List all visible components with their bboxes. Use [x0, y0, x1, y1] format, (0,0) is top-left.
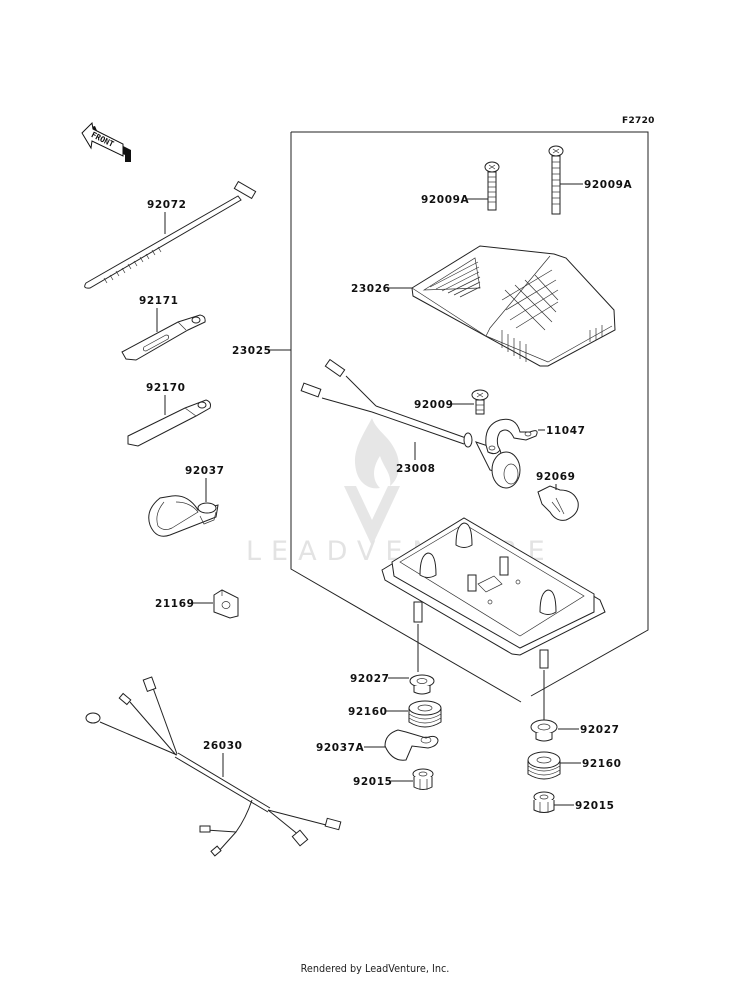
part-92072-cable-tie[interactable]: [84, 180, 257, 289]
part-23026-lens[interactable]: [411, 245, 616, 367]
part-label-92009A-left[interactable]: 92009A: [421, 194, 470, 206]
part-label-92171[interactable]: 92171: [139, 295, 179, 307]
part-label-92037[interactable]: 92037: [185, 465, 225, 477]
part-label-11047[interactable]: 11047: [546, 425, 586, 437]
watermark-flame-icon: [354, 418, 399, 489]
part-label-92027-left[interactable]: 92027: [350, 673, 390, 685]
part-label-92160-left[interactable]: 92160: [348, 706, 388, 718]
part-92009A-screw-left[interactable]: [484, 161, 500, 211]
part-92069-bulb[interactable]: [537, 485, 579, 521]
part-label-21169[interactable]: 21169: [155, 598, 195, 610]
footer-credit: Rendered by LeadVenture, Inc.: [300, 962, 450, 975]
part-label-92072[interactable]: 92072: [147, 199, 187, 211]
part-92027-collar-left[interactable]: [409, 674, 435, 695]
part-92171-clamp-plate[interactable]: [121, 314, 206, 361]
part-label-23025[interactable]: 23025: [232, 345, 272, 357]
part-92160-damper-right[interactable]: [527, 751, 561, 780]
part-label-92160-right[interactable]: 92160: [582, 758, 622, 770]
part-23025-housing[interactable]: [381, 517, 606, 669]
part-92009-screw[interactable]: [471, 389, 489, 415]
figure-ref: F2720: [622, 116, 655, 126]
part-label-23008[interactable]: 23008: [396, 463, 436, 475]
part-92037A-clamp[interactable]: [384, 729, 439, 761]
part-92027-collar-right[interactable]: [530, 719, 558, 742]
part-11047-bracket[interactable]: [485, 418, 538, 455]
part-label-92037A[interactable]: 92037A: [316, 742, 365, 754]
part-label-92009[interactable]: 92009: [414, 399, 454, 411]
part-92009A-screw-right[interactable]: [548, 145, 564, 215]
part-92160-damper-left[interactable]: [408, 700, 442, 728]
assembly-frame: [290, 131, 649, 703]
part-92170-clamp-plate[interactable]: [127, 399, 211, 447]
part-26030-wire-harness[interactable]: [85, 676, 342, 857]
part-label-92015-right[interactable]: 92015: [575, 800, 615, 812]
part-label-92015-left[interactable]: 92015: [353, 776, 393, 788]
front-arrow-icon: FRONT: [81, 121, 131, 162]
part-92037-cable-clamp[interactable]: [148, 495, 219, 537]
part-92015-nut-right[interactable]: [533, 791, 555, 813]
part-label-23026[interactable]: 23026: [351, 283, 391, 295]
part-label-26030[interactable]: 26030: [203, 740, 243, 752]
watermark-v-icon: [344, 486, 400, 546]
part-label-92027-right[interactable]: 92027: [580, 724, 620, 736]
part-label-92009A-right[interactable]: 92009A: [584, 179, 633, 191]
part-label-92069[interactable]: 92069: [536, 471, 576, 483]
part-92015-nut-left[interactable]: [412, 768, 434, 790]
part-label-92170[interactable]: 92170: [146, 382, 186, 394]
part-21169-clip-nut[interactable]: [213, 589, 239, 619]
